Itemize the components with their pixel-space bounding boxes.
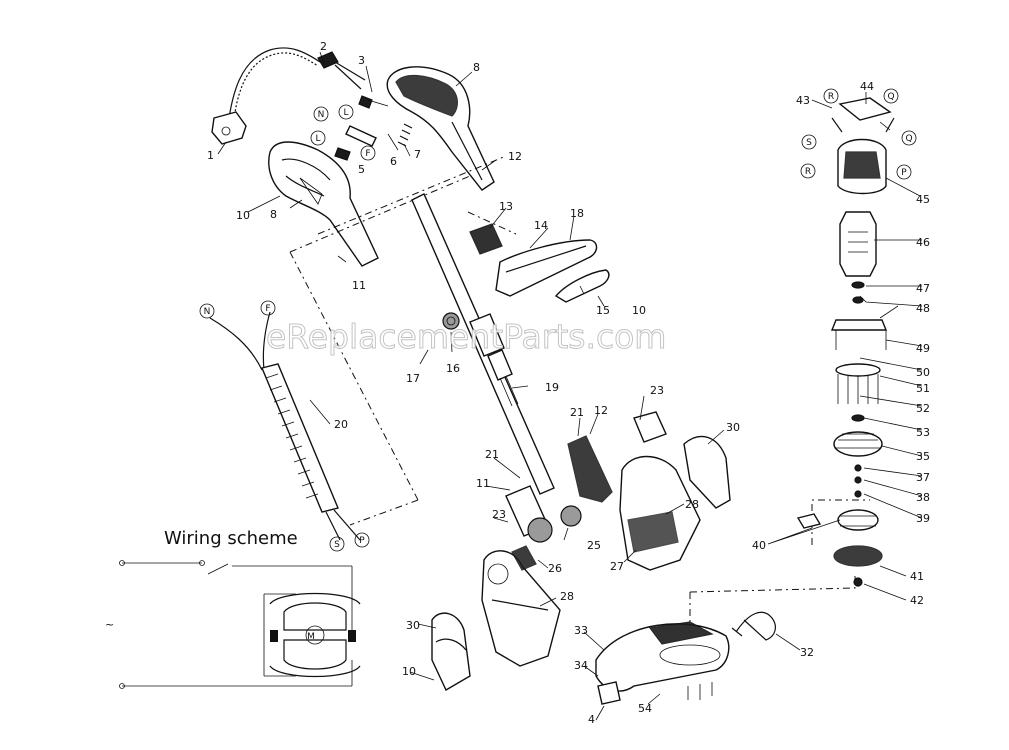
callout-48: 48 [916, 302, 930, 315]
callout-40: 40 [752, 539, 766, 552]
callout-28-left: 28 [560, 590, 574, 603]
callout-4: 4 [588, 713, 595, 726]
callout-8-top: 8 [473, 61, 480, 74]
motor-housing-left [431, 545, 561, 691]
callout-26: 26 [548, 562, 562, 575]
callout-41: 41 [910, 570, 924, 583]
marker-l-top: L [343, 108, 348, 118]
marker-r-top: R [828, 92, 834, 102]
callout-33: 33 [574, 624, 588, 637]
callout-42: 42 [910, 594, 924, 607]
callout-19: 19 [545, 381, 559, 394]
callout-49: 49 [916, 342, 930, 355]
marker-f-mid: F [365, 149, 370, 159]
marker-s-motor: S [806, 138, 812, 148]
callout-37: 37 [916, 471, 930, 484]
callout-6: 6 [390, 155, 397, 168]
callout-10-grip: 10 [632, 304, 646, 317]
callout-23-right: 23 [650, 384, 664, 397]
callout-35: 35 [916, 450, 930, 463]
callout-30-left: 30 [406, 619, 420, 632]
callout-51: 51 [916, 382, 930, 395]
callout-45: 45 [916, 193, 930, 206]
callout-28-right: 28 [685, 498, 699, 511]
motor-stack [796, 97, 895, 587]
callout-14: 14 [534, 219, 548, 232]
callout-18: 18 [570, 207, 584, 220]
watermark: eReplacementParts.com [266, 317, 666, 356]
shaft [411, 193, 555, 495]
marker-s-cord: S [334, 540, 340, 550]
callout-8-left: 8 [270, 208, 277, 221]
callout-3: 3 [358, 54, 365, 67]
callout-11-bottom: 11 [476, 477, 490, 490]
callout-43: 43 [796, 94, 810, 107]
spring-clip [731, 611, 776, 641]
callout-17: 17 [406, 372, 420, 385]
callout-25: 25 [587, 539, 601, 552]
callout-12-top: 12 [508, 150, 522, 163]
callout-27: 27 [610, 560, 624, 573]
callout-53: 53 [916, 426, 930, 439]
ac-symbol: ~ [105, 618, 114, 631]
marker-n-cord: N [204, 307, 211, 317]
marker-p-cord: P [359, 536, 365, 546]
marker-q-motor: Q [905, 134, 912, 144]
svg-text:M: M [307, 632, 315, 642]
handle-housing [268, 141, 379, 267]
callout-32: 32 [800, 646, 814, 659]
callout-44: 44 [860, 80, 874, 93]
callout-50: 50 [916, 366, 930, 379]
callout-12-bottom: 12 [594, 404, 608, 417]
callout-16: 16 [446, 362, 460, 375]
marker-q-top: Q [887, 92, 894, 102]
callout-30-right: 30 [726, 421, 740, 434]
callout-10-left: 10 [236, 209, 250, 222]
marker-n-top: N [318, 110, 325, 120]
callout-34: 34 [574, 659, 588, 672]
callout-11-top: 11 [352, 279, 366, 292]
callout-15: 15 [596, 304, 610, 317]
extension-cord [209, 311, 361, 541]
marker-f-cord: F [265, 304, 270, 314]
guard [595, 621, 730, 705]
wiring-scheme-title: Wiring scheme [164, 528, 298, 549]
callout-5: 5 [358, 163, 365, 176]
callout-39: 39 [916, 512, 930, 525]
wire-markers: N L L F N F S P R Q S Q R P [199, 88, 917, 552]
callout-21-left: 21 [485, 448, 499, 461]
callout-7: 7 [414, 148, 421, 161]
callout-23-left: 23 [492, 508, 506, 521]
callout-1: 1 [207, 149, 214, 162]
power-cord [211, 47, 366, 145]
callout-2: 2 [320, 40, 327, 53]
callout-46: 46 [916, 236, 930, 249]
callout-52: 52 [916, 402, 930, 415]
callout-47: 47 [916, 282, 930, 295]
callout-54: 54 [638, 702, 652, 715]
callout-21-right: 21 [570, 406, 584, 419]
upper-handle [386, 66, 495, 191]
marker-p-motor: P [901, 168, 907, 178]
front-grip [442, 223, 610, 330]
part-callouts: 1 2 3 8 6 5 7 12 10 8 11 13 14 18 15 10 … [207, 40, 930, 726]
leader-lines [217, 51, 923, 721]
marker-r-motor: R [805, 167, 811, 177]
marker-l-mid: L [315, 134, 320, 144]
head-housing-parts [505, 411, 731, 571]
callout-13: 13 [499, 200, 513, 213]
switch-parts [334, 95, 413, 161]
callout-20: 20 [334, 418, 348, 431]
wiring-scheme: M [119, 560, 361, 689]
callout-38: 38 [916, 491, 930, 504]
assembly-lines [289, 155, 870, 628]
callout-10-bottom: 10 [402, 665, 416, 678]
